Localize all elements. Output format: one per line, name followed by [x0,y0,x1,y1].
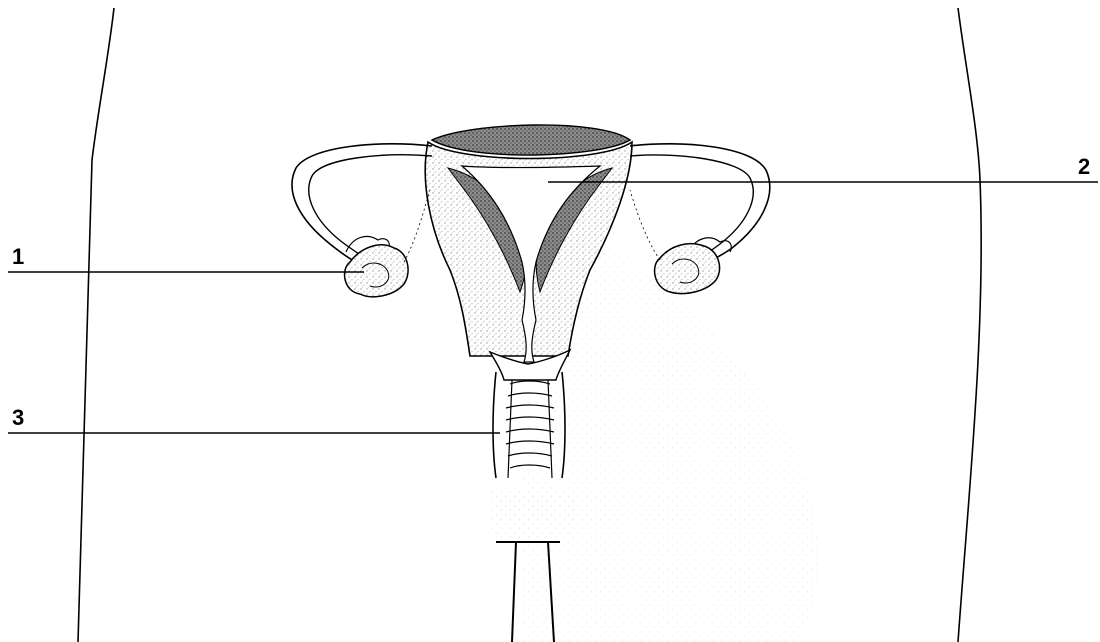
right-ovary [655,244,720,294]
fundus [432,125,630,155]
label-1: 1 [12,244,24,269]
left-tube [292,144,432,262]
vestibule [488,486,576,541]
label-3: 3 [12,405,24,430]
label-2: 2 [1078,154,1090,179]
left-ovary [345,245,409,297]
